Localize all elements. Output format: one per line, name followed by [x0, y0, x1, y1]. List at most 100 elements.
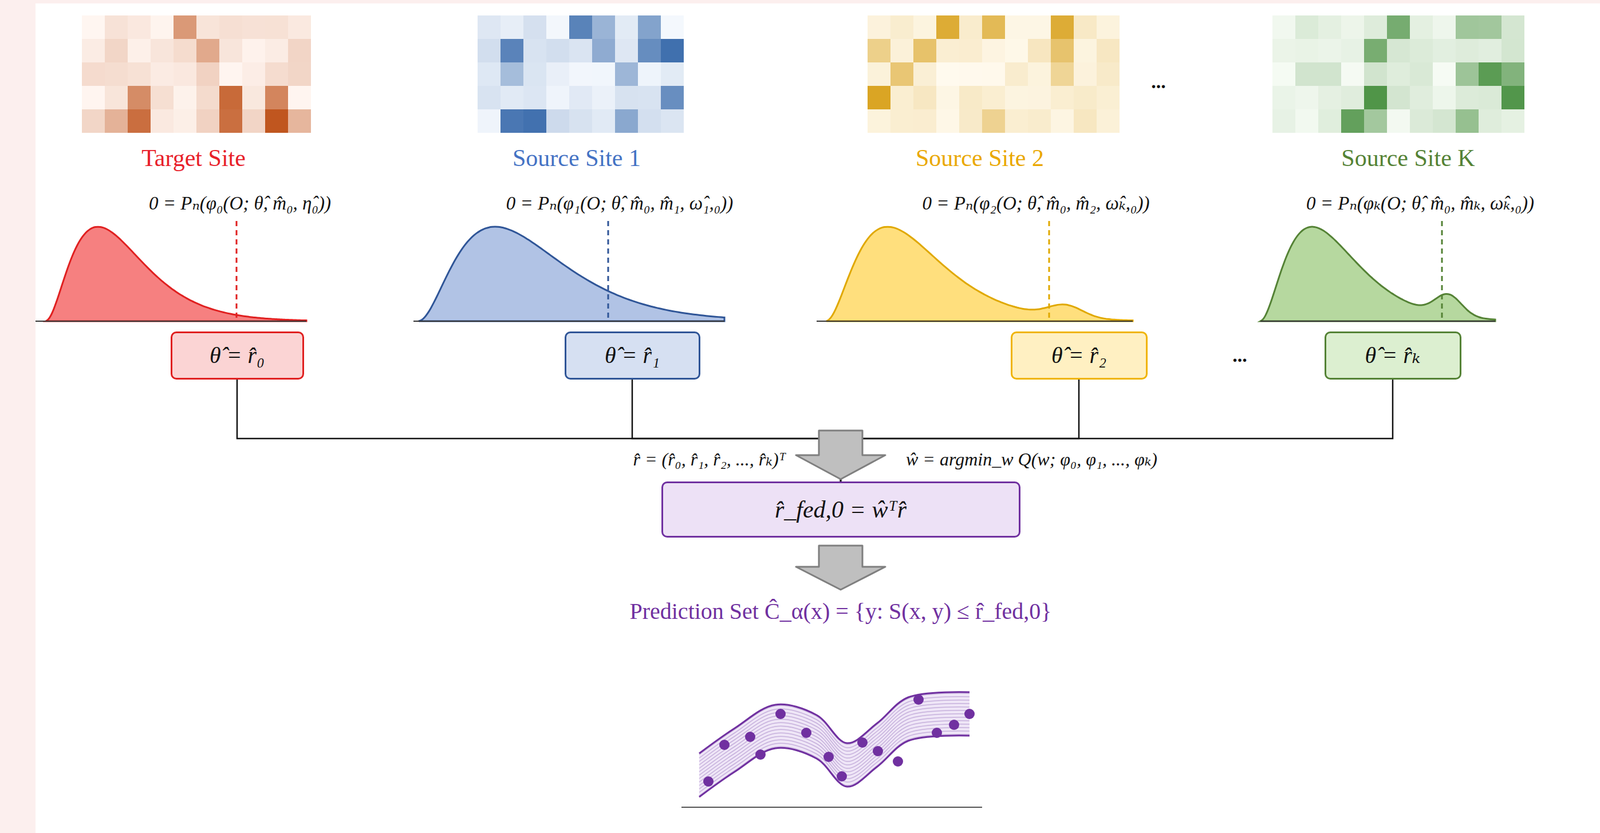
- connector: [840, 379, 1393, 482]
- heatmap-cell: [150, 15, 174, 39]
- quantile-marker: [607, 221, 610, 322]
- prediction-set-formula: Prediction Set Ĉ_α(x) = {y: S(x, y) ≤ r…: [629, 597, 1052, 626]
- heatmap-cell: [546, 38, 570, 63]
- heatmap-cell: [104, 15, 128, 39]
- heatmap-cell: [890, 85, 914, 110]
- heatmap-cell: [1478, 62, 1502, 86]
- heatmap-cell: [523, 15, 547, 39]
- heatmap-cell: [500, 62, 524, 86]
- heatmap-cell: [1478, 15, 1502, 39]
- heatmap-cell: [959, 38, 983, 63]
- heatmap-cell: [500, 109, 524, 133]
- heatmap-cell: [936, 62, 960, 86]
- heatmap-cell: [1272, 38, 1296, 63]
- heatmap-cell: [81, 85, 105, 110]
- heatmap-cell: [219, 15, 243, 39]
- heatmap-cell: [1478, 38, 1502, 63]
- heatmap-cell: [592, 62, 616, 86]
- density-plot: [1260, 221, 1496, 322]
- heatmap-cell: [913, 109, 937, 133]
- heatmap-cell: [1295, 62, 1319, 86]
- heatmap-cell: [913, 15, 937, 39]
- heatmap-cell: [500, 38, 524, 63]
- heatmap-cell: [127, 15, 151, 39]
- heatmap-cell: [1455, 15, 1479, 39]
- heatmap-cell: [1027, 38, 1051, 63]
- heatmap-cell: [546, 85, 570, 110]
- heatmap: [477, 15, 684, 133]
- data-point: [745, 731, 756, 743]
- heatmap-cell: [1073, 38, 1097, 63]
- estimate-box: θ̂ = r̂₁: [564, 331, 701, 380]
- heatmap-cell: [1386, 85, 1410, 110]
- heatmap-cell: [660, 85, 684, 110]
- heatmap-cell: [982, 109, 1006, 133]
- heatmap-cell: [173, 109, 197, 133]
- heatmap-cell: [615, 15, 638, 39]
- heatmap-cell: [219, 85, 243, 110]
- heatmap-cell: [104, 38, 128, 63]
- heatmap-cell: [936, 15, 960, 39]
- heatmap-cell: [1501, 38, 1525, 63]
- heatmap-cell: [569, 38, 593, 63]
- federated-box: r̂_fed,0 = ŵᵀr̂: [661, 481, 1021, 538]
- heatmap-cell: [288, 62, 311, 86]
- heatmap-cell: [81, 15, 105, 39]
- band-edge: [699, 692, 970, 754]
- quantile-marker: [1048, 221, 1051, 322]
- heatmap-cell: [81, 62, 105, 86]
- estimating-equation: 0 = Pₙ(φ₂(O; θ̂, m̂₀, m̂₂, ω̂ₖ,₀)): [922, 192, 1150, 216]
- heatmap-cell: [477, 62, 501, 86]
- connector: [237, 379, 841, 482]
- heatmap-cell: [1295, 15, 1319, 39]
- heatmap-cell: [1409, 109, 1433, 133]
- heatmap-cell: [219, 38, 243, 63]
- heatmap-cell: [982, 38, 1006, 63]
- heatmap-cell: [913, 85, 937, 110]
- heatmap-cell: [242, 62, 266, 86]
- band-fill: [699, 692, 970, 798]
- site-title: Target Site: [141, 143, 246, 173]
- formula-text: θ̂ = r̂₂: [1051, 341, 1107, 370]
- heatmap-cell: [127, 62, 151, 86]
- heatmap-cell: [1455, 109, 1479, 133]
- heatmap-cell: [242, 38, 266, 63]
- heatmap-cell: [592, 15, 616, 39]
- heatmap-cell: [959, 62, 983, 86]
- block-arrow: [795, 430, 886, 480]
- heatmap-cell: [477, 85, 501, 110]
- heatmap-cell: [959, 109, 983, 133]
- heatmap-cell: [890, 15, 914, 39]
- heatmap-cell: [867, 15, 891, 39]
- heatmap-cell: [1096, 38, 1120, 63]
- formula-text: θ̂ = r̂ₖ: [1365, 341, 1421, 370]
- density-curve: [826, 226, 1133, 322]
- prediction-band: [681, 692, 983, 808]
- axis-baseline: [681, 806, 983, 809]
- heatmap-cell: [1027, 15, 1051, 39]
- data-point: [836, 771, 847, 782]
- heatmap: [1272, 15, 1525, 133]
- heatmap-cell: [1455, 85, 1479, 110]
- quantile-marker: [235, 221, 238, 322]
- heatmap-cell: [936, 109, 960, 133]
- heatmap-cell: [1386, 62, 1410, 86]
- heatmap-cell: [1096, 109, 1120, 133]
- heatmap-cell: [569, 62, 593, 86]
- heatmap-cell: [150, 62, 174, 86]
- page-ground: [35, 3, 1600, 833]
- heatmap-cell: [196, 38, 220, 63]
- heatmap-cell: [127, 38, 151, 63]
- data-point: [703, 776, 714, 787]
- heatmap-cell: [1364, 38, 1387, 63]
- heatmap-cell: [1096, 85, 1120, 110]
- heatmap-cell: [173, 62, 197, 86]
- data-point: [872, 746, 884, 757]
- heatmap-cell: [288, 38, 311, 63]
- band-edge: [699, 735, 970, 798]
- heatmap-cell: [81, 38, 105, 63]
- heatmap-cell: [546, 15, 570, 39]
- heatmap-cell: [660, 62, 684, 86]
